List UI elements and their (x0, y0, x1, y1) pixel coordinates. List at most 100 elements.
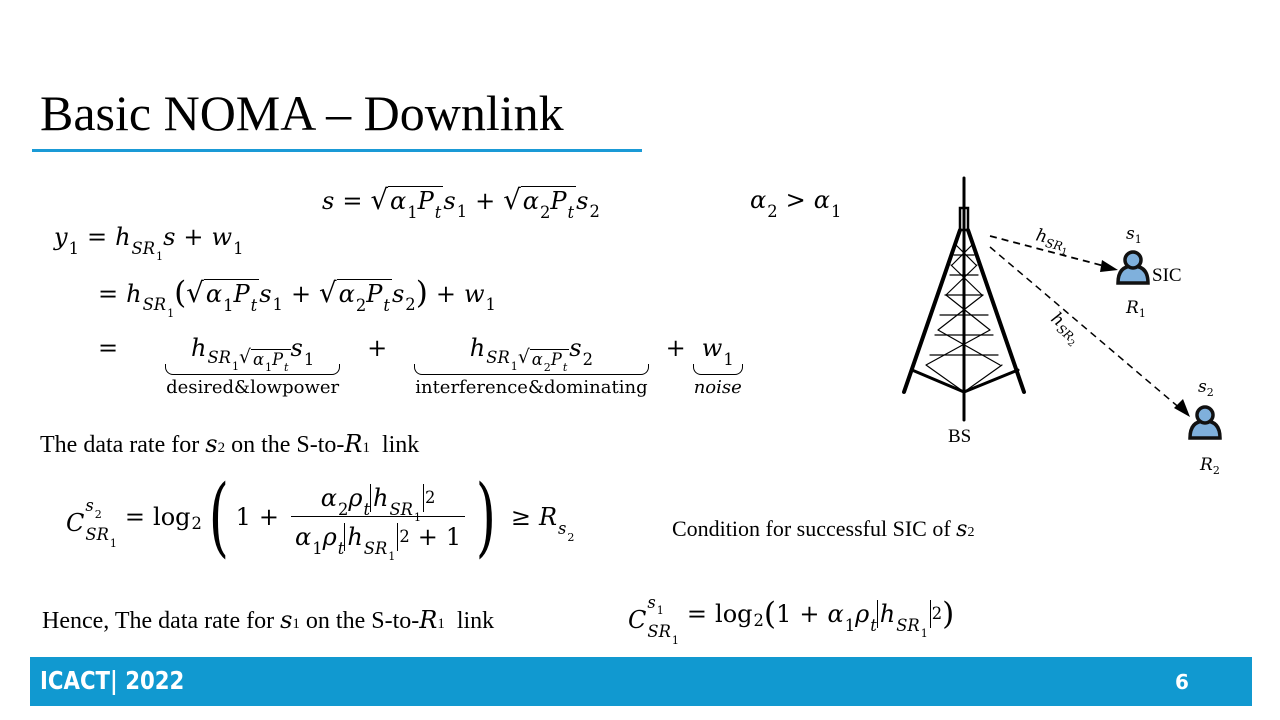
math-variable: t (383, 295, 390, 315)
math-text: 1 (413, 511, 422, 525)
subscript: 2 (356, 297, 366, 314)
math-variable: R (96, 525, 109, 545)
script-base: R (375, 540, 387, 557)
subscript: 2 (405, 296, 415, 313)
script-base: s (569, 334, 581, 362)
subscript: 1 (831, 203, 841, 220)
script-base: w (464, 280, 485, 308)
superscript: 2 (399, 528, 409, 545)
script-base: α (339, 280, 355, 308)
scripts: 1 (110, 532, 117, 549)
math-text: 1 (167, 306, 175, 320)
link-arrow-r2 (989, 246, 1183, 411)
script-base: R (907, 617, 919, 634)
scripts: 1 (511, 355, 518, 372)
math-text: 1 (235, 503, 251, 532)
scripts: 2 (754, 606, 764, 628)
math-variable: h (469, 334, 486, 362)
math-text: 1 (68, 238, 79, 258)
math-variable: t (434, 202, 442, 222)
sub: 1 (437, 616, 445, 632)
math-variable: P (366, 280, 383, 309)
script-base: P (551, 350, 562, 368)
math-variable: s (163, 223, 176, 251)
link-label-r2: hSR2 (1044, 309, 1086, 350)
script-base: R (219, 349, 231, 366)
subscript: 1 (486, 296, 496, 313)
math-variable: R (400, 499, 413, 519)
scripts: 1 (672, 629, 679, 646)
math-variable: s (558, 519, 567, 539)
math-variable: R (907, 616, 920, 635)
math-text: 1 (844, 616, 856, 635)
scripts: 1 (831, 197, 841, 220)
scripts: 1 (312, 534, 322, 557)
subscript: t (284, 362, 288, 374)
text: link (381, 432, 420, 458)
math-text: 1 (510, 359, 518, 373)
math-variable: s (647, 593, 656, 612)
script-base: α (206, 280, 222, 308)
math-variable: h (879, 600, 896, 629)
script-base: s (558, 520, 566, 537)
math-operator: = (86, 223, 108, 251)
arrowhead-icon (1174, 399, 1190, 417)
scripts: 1 (457, 197, 467, 220)
subscript: 1 (110, 537, 117, 550)
scripts: 1 (232, 355, 239, 372)
script-base: P (550, 187, 566, 215)
subscript: 1 (265, 362, 272, 374)
math-text: 2 (931, 604, 943, 623)
math-variable: α (390, 187, 407, 215)
math-variable: α (252, 349, 264, 369)
user1-name: R1 (1125, 298, 1146, 320)
math-text: 2 (405, 295, 416, 315)
underbrace-label: interference&dominating (415, 377, 647, 398)
script-base: α (532, 350, 543, 368)
math-variable: s (569, 334, 582, 362)
math-operator: + (475, 186, 496, 215)
math-variable: R (538, 503, 558, 532)
script-base: s (392, 280, 404, 308)
subscript: t (251, 297, 258, 314)
script-base: ρ (348, 484, 362, 512)
var: R (344, 430, 363, 458)
math-operator: + (367, 334, 388, 362)
scripts: 2 (583, 345, 593, 368)
math-variable: C (66, 509, 85, 538)
math-text: 2 (355, 295, 367, 315)
script-base: s (259, 280, 271, 308)
scripts: 2 (356, 291, 366, 314)
subscript: 1 (845, 617, 855, 634)
script-base: s (647, 594, 655, 611)
script-base: C (628, 606, 646, 634)
script-base: ρ (855, 600, 869, 628)
